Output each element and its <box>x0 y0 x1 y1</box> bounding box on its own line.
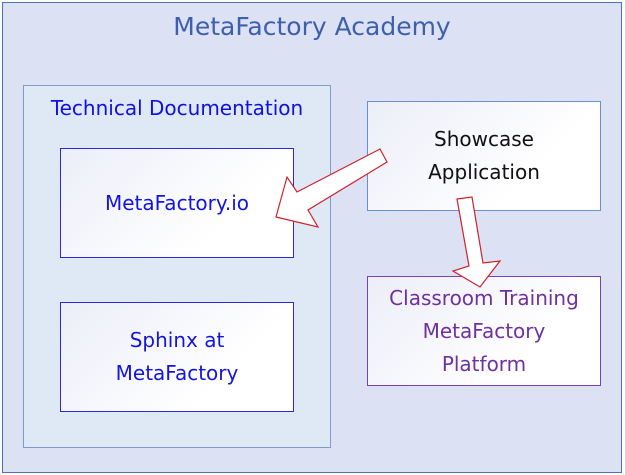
arrow-showcase-to-classroom <box>451 196 502 288</box>
metafactory-io-box[interactable]: MetaFactory.io <box>60 148 294 258</box>
arrow-showcase-to-metafactory-io <box>275 148 388 228</box>
showcase-label-line2: Application <box>428 160 540 184</box>
classroom-label-line3: Platform <box>441 351 527 376</box>
showcase-label-line1: Showcase <box>434 127 534 151</box>
academy-title: MetaFactory Academy <box>173 12 451 41</box>
metafactory-io-label: MetaFactory.io <box>104 191 249 215</box>
classroom-training-box[interactable]: Classroom Training MetaFactory Platform <box>367 276 601 386</box>
sphinx-box[interactable]: Sphinx at MetaFactory <box>60 302 294 412</box>
showcase-application-box[interactable]: Showcase Application <box>367 101 601 211</box>
classroom-label-line1: Classroom Training <box>389 285 579 310</box>
sphinx-label-line2: MetaFactory <box>115 361 239 385</box>
classroom-label-line2: MetaFactory <box>422 318 546 343</box>
technical-documentation-title: Technical Documentation <box>50 96 304 120</box>
sphinx-label-line1: Sphinx at <box>129 328 225 352</box>
